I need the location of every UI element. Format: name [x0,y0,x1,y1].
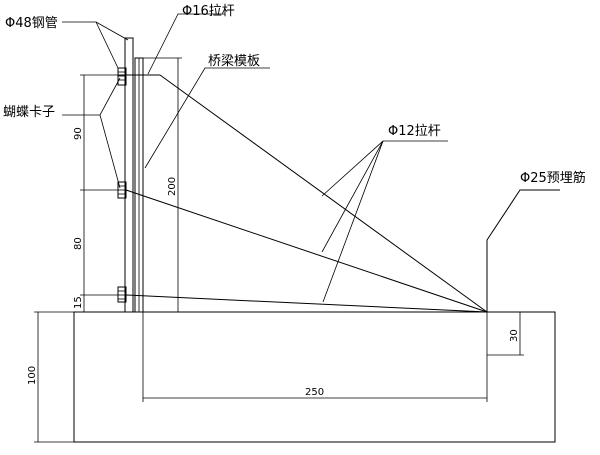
leader-tie-rod-12-a [321,140,384,197]
embedded-bar [486,189,560,312]
label-butterfly-clip: 蝴蝶卡子 [3,105,55,120]
label-formwork: 桥梁模板 [208,54,260,69]
dim-text-30: 30 [509,329,520,342]
leader-butterfly [62,77,121,116]
label-embedded-bar: Φ25预埋筋 [520,170,586,186]
tie-rod-12-top-diag [159,74,488,313]
butterfly-clip-bottom [117,286,127,303]
label-tie-rod-12: Φ12拉杆 [388,124,441,139]
leader-tie-rod-12-b [321,140,384,253]
leader-formwork [144,67,270,169]
leader-tie-rod-12-c [322,140,384,303]
dim-text-80: 80 [73,237,84,250]
tie-rod-12-middle [125,189,488,313]
foundation-block [73,311,556,443]
leader-steel-pipe-2 [95,21,129,41]
label-tie-rod-16: Φ16拉杆 [182,4,235,19]
dim-text-250: 250 [305,387,324,398]
label-steel-pipe: Φ48钢管 [5,16,58,31]
leader-steel-pipe [62,21,119,69]
dim-text-15: 15 [73,296,84,309]
leader-tie-rod-16 [147,13,225,75]
steel-pipe [124,37,134,313]
butterfly-clip-top [117,67,127,86]
dim-text-200: 200 [167,177,178,196]
tie-rod-12-bottom [125,294,488,313]
dim-text-90: 90 [73,127,84,140]
dim-text-100: 100 [27,366,38,385]
leader-butterfly-2 [99,114,121,189]
